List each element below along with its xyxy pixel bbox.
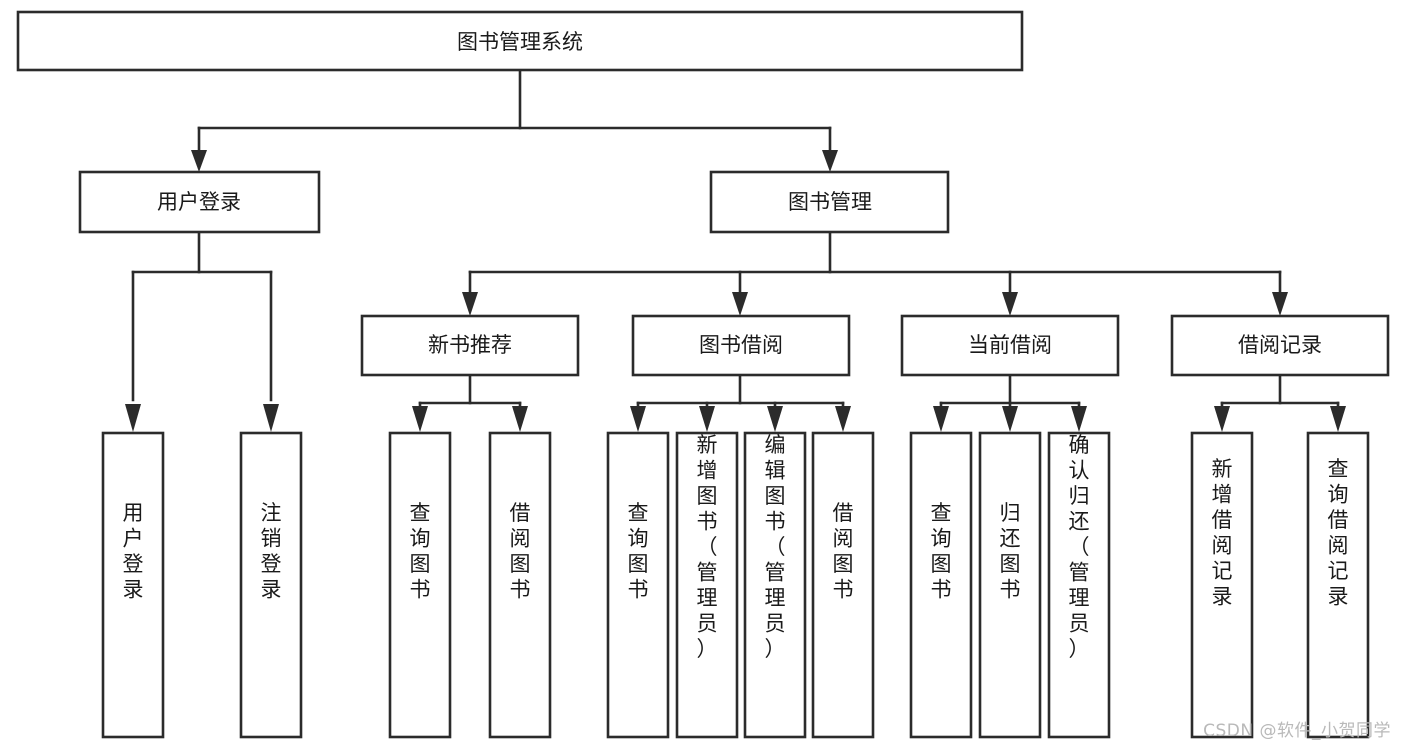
node-leaf-edit-book-label: 编辑图书（管理员） xyxy=(765,433,786,661)
arrowhead-leaf-edit-book xyxy=(767,406,783,432)
node-leaf-logout[interactable]: 注销登录 xyxy=(239,431,303,739)
node-root-box[interactable] xyxy=(16,10,1024,72)
arrowhead-leaf-add-book xyxy=(699,406,715,432)
node-leaf-logout-box[interactable] xyxy=(239,431,303,739)
node-leaf-user-login-box[interactable] xyxy=(101,431,165,739)
node-book-manage-box[interactable] xyxy=(709,170,950,234)
node-leaf-query-book-3-box[interactable] xyxy=(909,431,973,739)
node-leaf-query-record-box[interactable] xyxy=(1306,431,1370,739)
node-leaf-query-book-2-label: 查询图书 xyxy=(628,501,649,602)
arrowhead-leaf-add-record xyxy=(1214,406,1230,432)
node-leaf-query-book-3-label: 查询图书 xyxy=(931,501,952,602)
node-leaf-user-login[interactable]: 用户登录 xyxy=(101,431,165,739)
node-current-borrow[interactable]: 当前借阅 xyxy=(900,314,1120,377)
node-leaf-add-record[interactable]: 新增借阅记录 xyxy=(1190,431,1254,739)
node-book-borrow-label: 图书借阅 xyxy=(699,333,783,357)
node-leaf-query-book-1-label: 查询图书 xyxy=(410,501,431,602)
node-leaf-confirm-return-box[interactable] xyxy=(1047,431,1111,739)
node-borrow-record[interactable]: 借阅记录 xyxy=(1170,314,1390,377)
csdn-watermark: CSDN @软件_小贺同学 xyxy=(1203,721,1391,741)
node-user-login[interactable]: 用户登录 xyxy=(78,170,321,234)
node-leaf-query-book-1-box[interactable] xyxy=(388,431,452,739)
arrowhead-leaf-query-book-1 xyxy=(412,406,428,432)
node-book-manage[interactable]: 图书管理 xyxy=(709,170,950,234)
arrowhead-borrow-record xyxy=(1272,292,1288,316)
node-leaf-borrow-book-2[interactable]: 借阅图书 xyxy=(811,431,875,739)
arrowhead-leaf-confirm-return xyxy=(1071,406,1087,432)
node-leaf-query-record[interactable]: 查询借阅记录 xyxy=(1306,431,1370,739)
arrowhead-leaf-borrow-book-2 xyxy=(835,406,851,432)
node-leaf-query-record-label: 查询借阅记录 xyxy=(1328,457,1349,609)
node-current-borrow-box[interactable] xyxy=(900,314,1120,377)
node-leaf-add-record-label: 新增借阅记录 xyxy=(1212,457,1233,609)
arrowhead-leaf-borrow-book-1 xyxy=(512,406,528,432)
node-leaf-logout-label: 注销登录 xyxy=(261,501,282,602)
node-leaf-query-book-2-box[interactable] xyxy=(606,431,670,739)
node-new-book-rec[interactable]: 新书推荐 xyxy=(360,314,580,377)
node-book-manage-label: 图书管理 xyxy=(788,190,872,214)
node-root-label: 图书管理系统 xyxy=(457,30,583,54)
arrowhead-leaf-query-record xyxy=(1330,406,1346,432)
node-book-borrow[interactable]: 图书借阅 xyxy=(631,314,851,377)
node-leaf-borrow-book-1-label: 借阅图书 xyxy=(510,501,531,602)
connectors-group xyxy=(125,68,1346,432)
node-leaf-borrow-book-1-box[interactable] xyxy=(488,431,552,739)
node-leaf-add-book[interactable]: 新增图书（管理员） xyxy=(675,431,739,739)
node-borrow-record-box[interactable] xyxy=(1170,314,1390,377)
node-leaf-query-book-3[interactable]: 查询图书 xyxy=(909,431,973,739)
node-leaf-return-book-box[interactable] xyxy=(978,431,1042,739)
arrowhead-book-borrow xyxy=(732,292,748,316)
node-leaf-add-record-box[interactable] xyxy=(1190,431,1254,739)
node-leaf-edit-book[interactable]: 编辑图书（管理员） xyxy=(743,431,807,739)
arrowhead-leaf-query-book-2 xyxy=(630,406,646,432)
arrowhead-leaf-logout xyxy=(263,404,279,432)
node-leaf-borrow-book-2-label: 借阅图书 xyxy=(833,501,854,602)
node-book-borrow-box[interactable] xyxy=(631,314,851,377)
node-leaf-borrow-book-1[interactable]: 借阅图书 xyxy=(488,431,552,739)
arrowhead-user-login xyxy=(191,150,207,172)
node-leaf-edit-book-box[interactable] xyxy=(743,431,807,739)
arrowhead-leaf-return-book xyxy=(1002,406,1018,432)
node-new-book-rec-box[interactable] xyxy=(360,314,580,377)
node-leaf-confirm-return-label: 确认归还（管理员） xyxy=(1069,433,1090,661)
node-user-login-label: 用户登录 xyxy=(157,190,241,214)
node-leaf-query-book-1[interactable]: 查询图书 xyxy=(388,431,452,739)
node-leaf-add-book-box[interactable] xyxy=(675,431,739,739)
node-new-book-rec-label: 新书推荐 xyxy=(428,333,512,357)
arrowhead-new-book-rec xyxy=(462,292,478,316)
node-current-borrow-label: 当前借阅 xyxy=(968,333,1052,357)
node-borrow-record-label: 借阅记录 xyxy=(1238,333,1322,357)
arrowhead-leaf-user-login xyxy=(125,404,141,432)
node-leaf-query-book-2[interactable]: 查询图书 xyxy=(606,431,670,739)
arrowhead-current-borrow xyxy=(1002,292,1018,316)
node-leaf-confirm-return[interactable]: 确认归还（管理员） xyxy=(1047,431,1111,739)
node-leaf-user-login-label: 用户登录 xyxy=(123,501,144,602)
node-user-login-box[interactable] xyxy=(78,170,321,234)
arrowhead-book-manage xyxy=(822,150,838,172)
node-leaf-return-book-label: 归还图书 xyxy=(1000,501,1021,602)
node-root[interactable]: 图书管理系统 xyxy=(16,10,1024,72)
node-leaf-add-book-label: 新增图书（管理员） xyxy=(697,433,718,661)
node-leaf-borrow-book-2-box[interactable] xyxy=(811,431,875,739)
node-leaf-return-book[interactable]: 归还图书 xyxy=(978,431,1042,739)
arrowhead-leaf-query-book-3 xyxy=(933,406,949,432)
